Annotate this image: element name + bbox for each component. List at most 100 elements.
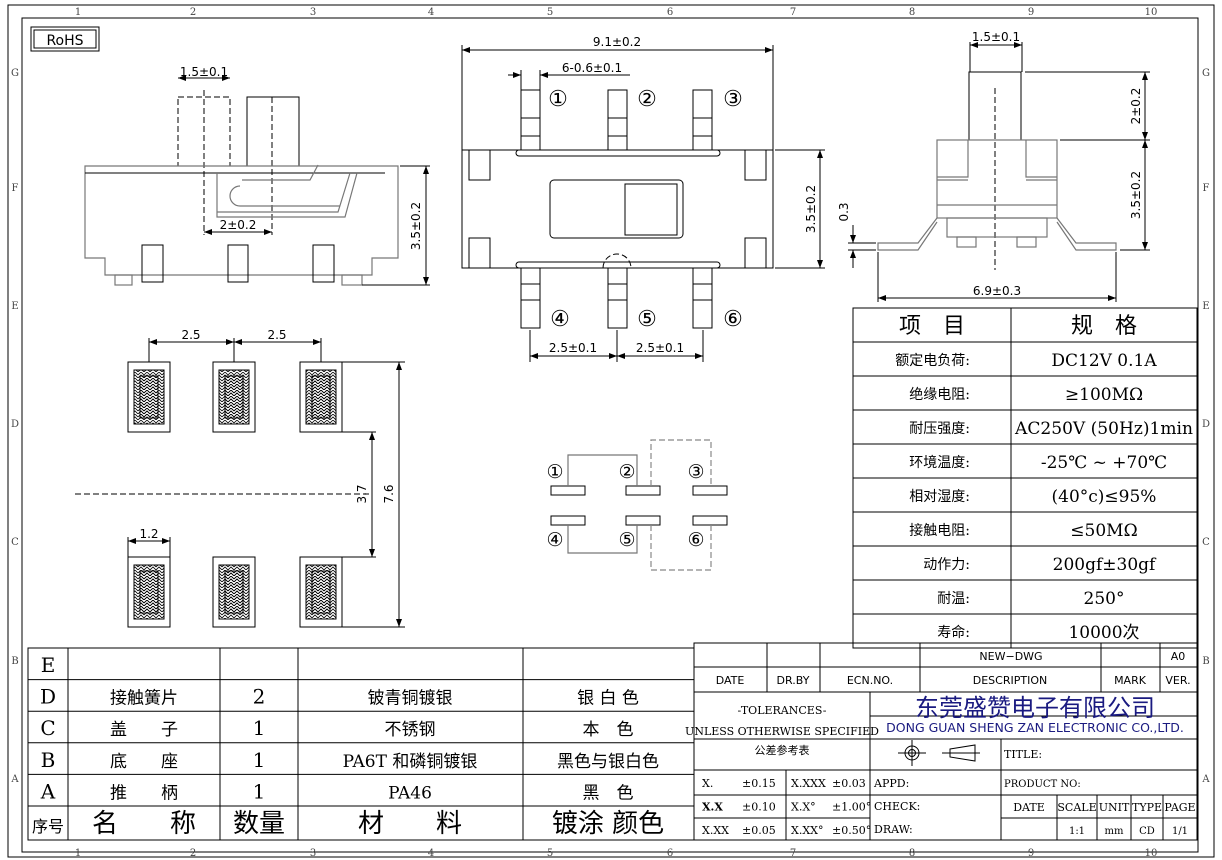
- bom-cell: 铍青铜镀银: [368, 689, 453, 709]
- revision-header: DR.BY: [777, 674, 810, 687]
- svg-text:3.7: 3.7: [355, 484, 369, 503]
- grid-row-label: G: [1202, 68, 1210, 79]
- spec-value: DC12V 0.1A: [1051, 351, 1157, 371]
- bom-cell: 黑色与银白色: [557, 752, 659, 772]
- bom-cell: 2: [253, 685, 266, 709]
- grid-row-label: B: [1202, 656, 1209, 667]
- svg-text:6.9±0.3: 6.9±0.3: [973, 284, 1021, 298]
- grid-row-label: F: [12, 183, 19, 194]
- spec-label: 接触电阻:: [909, 522, 970, 539]
- grid-column-label: 9: [1028, 848, 1034, 859]
- revision-header: MARK: [1114, 674, 1147, 687]
- spec-table: 项 目规 格额定电负荷:DC12V 0.1A绝缘电阻:≥100MΩ耐压强度:AC…: [852, 307, 1198, 649]
- info-header: PAGE: [1164, 801, 1195, 814]
- revision-header: DESCRIPTION: [973, 674, 1047, 687]
- svg-text:6-0.6±0.1: 6-0.6±0.1: [562, 61, 622, 75]
- company-name-en: DONG GUAN SHENG ZAN ELECTRONIC CO.,LTD.: [886, 720, 1184, 735]
- svg-text:④: ④: [546, 529, 563, 551]
- info-value: mm: [1105, 826, 1124, 837]
- bom-cell: D: [40, 685, 56, 709]
- grid-row-label: F: [1203, 183, 1210, 194]
- grid-row-label: B: [11, 656, 18, 667]
- spec-value: 250°: [1084, 589, 1125, 609]
- revision-header: ECN.NO.: [847, 674, 893, 687]
- spec-value: -25℃ ~ +70℃: [1041, 453, 1167, 473]
- svg-text:①: ①: [548, 87, 568, 112]
- grid-row-label: A: [1201, 774, 1210, 785]
- bom-cell: 推 柄: [110, 783, 178, 803]
- side-view: 1.5±0.1 2±0.2 3.5±0.2: [84, 65, 430, 286]
- tolerance-format: X.XX: [702, 824, 729, 837]
- svg-text:2.5±0.1: 2.5±0.1: [549, 341, 597, 355]
- svg-text:TITLE:: TITLE:: [1004, 748, 1042, 761]
- bom-cell: B: [41, 748, 56, 772]
- bom-header: 镀涂 颜色: [552, 809, 664, 839]
- grid-row-label: G: [11, 68, 19, 79]
- bom-cell: E: [41, 653, 56, 677]
- grid-column-label: 8: [909, 7, 915, 18]
- svg-text:③: ③: [723, 87, 743, 112]
- svg-text:2.5: 2.5: [181, 328, 200, 342]
- svg-text:DRAW:: DRAW:: [874, 823, 913, 836]
- grid-column-label: 7: [790, 848, 796, 859]
- svg-text:0.3: 0.3: [837, 202, 851, 221]
- svg-text:7.6: 7.6: [382, 484, 396, 503]
- svg-text:A0: A0: [1171, 650, 1186, 663]
- svg-text:UNLESS OTHERWISE SPECIFIED: UNLESS OTHERWISE SPECIFIED: [685, 725, 879, 738]
- tolerance-format: X.XXX: [791, 777, 826, 790]
- tolerance-value: ±1.00°: [832, 801, 871, 814]
- svg-text:②: ②: [637, 87, 657, 112]
- grid-column-label: 2: [190, 848, 196, 859]
- svg-text:2.5±0.1: 2.5±0.1: [636, 341, 684, 355]
- grid-column-label: 6: [667, 848, 673, 859]
- top-view: 9.1±0.2 6-0.6±0.1 3.5±0.2 2.5±0.1 2.5±0.…: [461, 35, 825, 362]
- bom-cell: 1: [253, 716, 266, 740]
- grid-row-label: C: [11, 537, 19, 548]
- bom-cell: 黑 色: [583, 783, 634, 803]
- grid-column-label: 4: [428, 7, 434, 18]
- grid-column-label: 4: [428, 848, 434, 859]
- spec-label: 耐压强度:: [909, 421, 970, 437]
- tolerance-format: X.X°: [791, 801, 816, 814]
- spec-label: 相对湿度:: [909, 489, 970, 505]
- bom-cell: A: [40, 779, 56, 803]
- grid-row-label: E: [1202, 301, 1209, 312]
- grid-column-label: 5: [547, 7, 553, 18]
- bom-cell: 底 座: [110, 752, 178, 772]
- svg-text:1.2: 1.2: [139, 527, 158, 541]
- svg-text:3.5±0.2: 3.5±0.2: [1129, 171, 1143, 219]
- svg-text:PRODUCT NO:: PRODUCT NO:: [1004, 779, 1081, 790]
- spec-value: 10000次: [1068, 623, 1139, 643]
- tolerance-value: ±0.03: [832, 777, 866, 790]
- grid-column-label: 3: [310, 848, 316, 859]
- grid-column-label: 9: [1028, 7, 1034, 18]
- bom-cell: 接触簧片: [110, 689, 178, 709]
- bom-cell: PA6T 和磷铜镀银: [343, 752, 478, 772]
- spec-header: 项 目: [899, 314, 965, 339]
- grid-column-label: 10: [1145, 7, 1158, 18]
- svg-text:公差参考表: 公差参考表: [755, 743, 810, 757]
- bom-header: 名 称: [92, 809, 196, 839]
- svg-text:-TOLERANCES-: -TOLERANCES-: [738, 704, 827, 717]
- svg-text:9.1±0.2: 9.1±0.2: [593, 35, 641, 49]
- projection-symbol-icon: [898, 740, 980, 766]
- spec-label: 耐温:: [937, 591, 970, 607]
- grid-column-label: 2: [190, 7, 196, 18]
- svg-text:②: ②: [618, 461, 635, 483]
- grid-column-label: 8: [909, 848, 915, 859]
- svg-text:⑥: ⑥: [723, 307, 743, 332]
- solder-pad: [127, 556, 171, 628]
- svg-text:NEW−DWG: NEW−DWG: [979, 650, 1042, 663]
- spec-value: ≤50MΩ: [1070, 521, 1137, 541]
- tolerance-value: ±0.05: [742, 824, 776, 837]
- spec-label: 环境温度:: [909, 455, 970, 471]
- grid-column-label: 10: [1145, 848, 1158, 859]
- svg-text:3.5±0.2: 3.5±0.2: [409, 202, 423, 250]
- company-name-cn: 东莞盛赞电子有限公司: [915, 694, 1155, 722]
- info-value: 1:1: [1069, 826, 1085, 837]
- grid-row-label: D: [11, 419, 19, 430]
- revision-header: DATE: [716, 674, 745, 687]
- pin-lead: [607, 89, 628, 151]
